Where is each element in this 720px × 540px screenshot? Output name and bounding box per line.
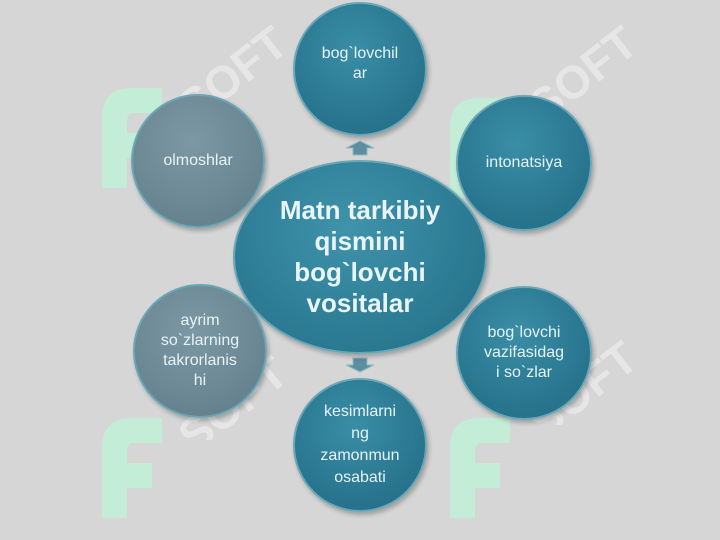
node-label: kesimlarni ng zamonmun osabati — [320, 403, 400, 486]
watermark-logo-bottom-left — [102, 418, 162, 518]
node-boglovchilar: bog`lovchil ar — [293, 2, 427, 136]
center-node: Matn tarkibiy qismini bog`lovchi vosital… — [233, 160, 487, 354]
watermark-logo-bottom-right — [450, 418, 510, 518]
node-intonatsiya: intonatsiya — [456, 95, 592, 231]
node-label: olmoshlar — [163, 152, 233, 169]
node-boglovchi-vazifasidagi-sozlar: bog`lovchi vazifasidag i so`zlar — [456, 286, 592, 420]
watermark-text-top-right: SOFT — [518, 16, 647, 110]
node-label: bog`lovchil ar — [321, 45, 399, 82]
node-ayrim-sozlarning-takrorlanishi: ayrim so`zlarning takrorlanis hi — [133, 284, 267, 418]
node-kesimlarning-zamonmunosabati: kesimlarni ng zamonmun osabati — [293, 378, 427, 512]
node-label: intonatsiya — [485, 154, 563, 171]
node-label: ayrim so`zlarning takrorlanis hi — [160, 312, 240, 389]
node-olmoshlar: olmoshlar — [131, 94, 265, 228]
watermark-text-top: SOFT — [168, 16, 290, 110]
arrow-down-icon — [345, 357, 375, 373]
arrow-up-icon — [345, 140, 375, 156]
center-node-label: Matn tarkibiy qismini bog`lovchi vosital… — [279, 195, 441, 318]
node-label: bog`lovchi vazifasidag i so`zlar — [483, 324, 565, 381]
